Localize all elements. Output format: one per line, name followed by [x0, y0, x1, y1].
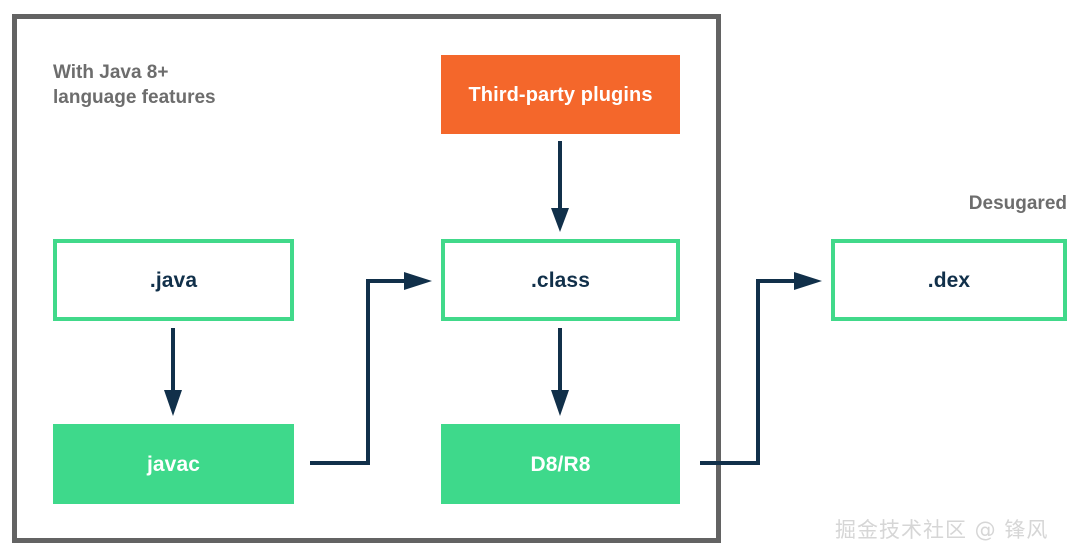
java8-features-caption: With Java 8+ language features — [53, 62, 216, 109]
node-javac-label: javac — [146, 452, 201, 476]
node-third-party-plugins[interactable]: Third-party plugins — [441, 55, 680, 134]
node-class-file[interactable]: .class — [441, 239, 680, 321]
node-dex-file[interactable]: .dex — [831, 239, 1067, 321]
build-scope-frame — [12, 14, 721, 543]
desugared-caption: Desugared — [968, 193, 1067, 214]
node-class-file-label: .class — [531, 268, 590, 292]
node-d8-r8-label: D8/R8 — [530, 452, 591, 476]
node-d8-r8[interactable]: D8/R8 — [441, 424, 680, 504]
node-third-party-plugins-label: Third-party plugins — [468, 83, 653, 106]
node-javac[interactable]: javac — [53, 424, 294, 504]
node-java-source-label: .java — [149, 268, 198, 292]
node-java-source[interactable]: .java — [53, 239, 294, 321]
watermark: 掘金技术社区 @ 锋风 — [835, 518, 1049, 542]
node-dex-file-label: .dex — [927, 268, 971, 292]
